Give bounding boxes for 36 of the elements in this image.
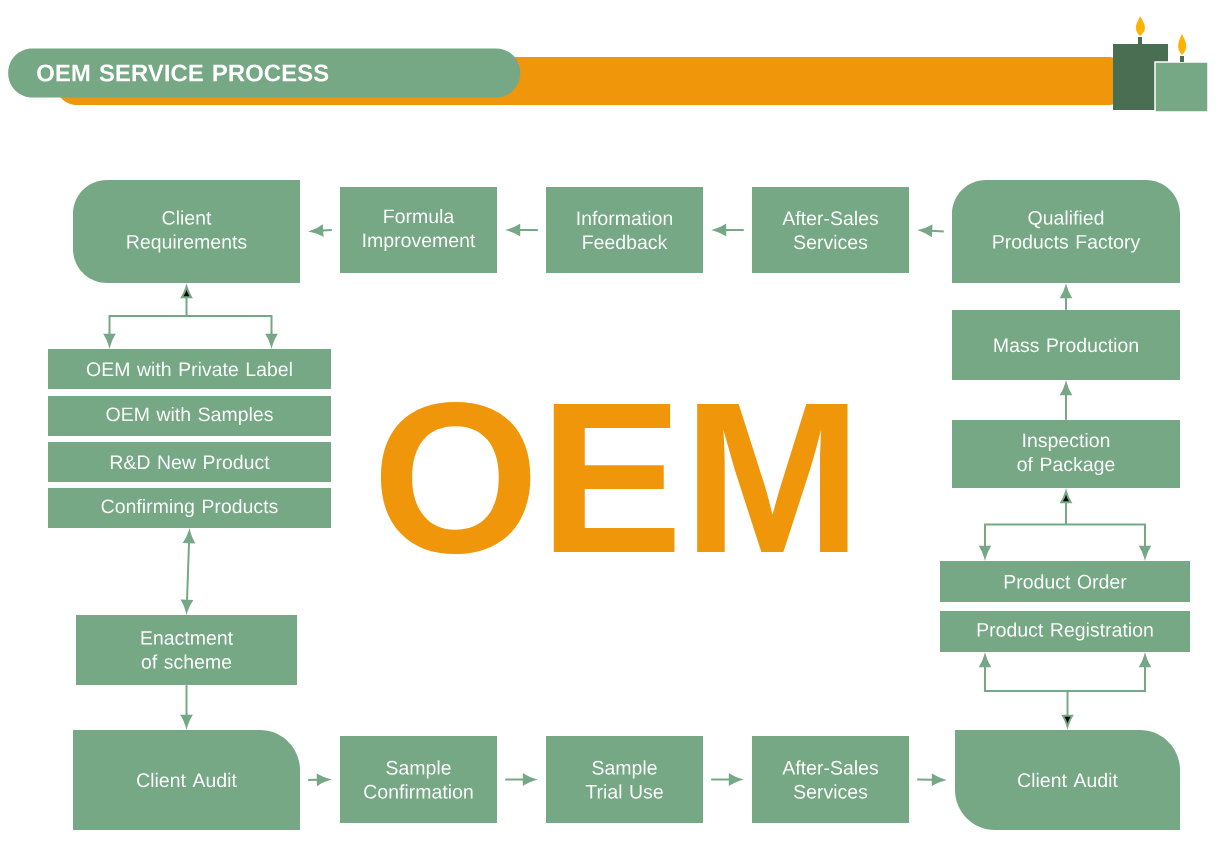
arrow — [1060, 382, 1072, 421]
option-bar: OEM with Private Label — [48, 349, 331, 389]
option-bar: Product Registration — [940, 611, 1190, 652]
process-box: Inspection of Package — [952, 420, 1180, 488]
process-box: After-Sales Services — [752, 736, 909, 823]
process-box: Formula Improvement — [340, 187, 497, 273]
arrow — [507, 224, 539, 236]
process-box: Information Feedback — [546, 187, 703, 273]
arrow — [710, 773, 742, 786]
arrow — [307, 774, 330, 786]
arrow — [713, 224, 745, 236]
arrow — [979, 490, 1151, 559]
option-bar: Confirming Products — [48, 488, 331, 528]
process-box: Mass Production — [952, 310, 1180, 380]
arrow — [180, 684, 193, 728]
end-box: Qualified Products Factory — [952, 180, 1180, 283]
arrow — [504, 773, 536, 786]
arrow — [103, 285, 278, 347]
process-box: Sample Confirmation — [340, 736, 497, 823]
arrow — [919, 225, 945, 237]
arrow — [979, 654, 1151, 728]
title-pill: OEM SERVICE PROCESS — [8, 48, 521, 98]
option-bar: Product Order — [940, 561, 1190, 602]
option-bar: R&D New Product — [48, 442, 331, 482]
process-box: Enactment of scheme — [76, 615, 297, 685]
arrow — [310, 225, 333, 237]
process-box: After-Sales Services — [752, 187, 909, 273]
process-box: Sample Trial Use — [546, 736, 703, 823]
audit-box: Client Audit — [73, 730, 300, 830]
arrow — [916, 774, 945, 786]
arrow — [181, 530, 195, 613]
option-bar: OEM with Samples — [48, 396, 331, 436]
audit-box: Client Audit — [955, 730, 1180, 830]
big-label: OEM — [380, 401, 848, 555]
arrow — [1060, 285, 1072, 311]
start-box: Client Requirements — [73, 180, 300, 283]
